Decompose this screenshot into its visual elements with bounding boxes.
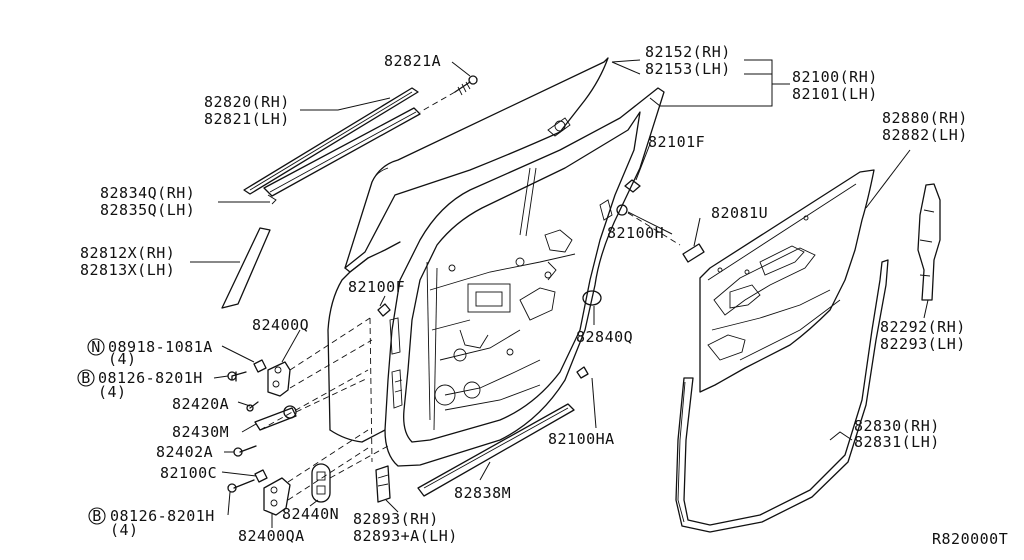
b-symbol-upper: B (77, 369, 95, 387)
label-82293: 82293(LH) (880, 335, 966, 353)
label-82830: 82830(RH) (854, 417, 940, 435)
bolt-group (227, 317, 373, 493)
part-labels: 82821A 82152(RH) 82153(LH) 82100(RH) 821… (80, 43, 1008, 548)
label-82420A: 82420A (172, 395, 229, 413)
label-82813X: 82813X(LH) (80, 261, 175, 279)
label-82440N: 82440N (282, 505, 339, 523)
grommet-82893 (375, 465, 391, 503)
label-82400Q: 82400Q (252, 316, 309, 334)
door-frame (327, 87, 665, 467)
clip-82100H (616, 204, 681, 246)
sash-tape (221, 227, 271, 309)
diagram-reference: R820000T (932, 530, 1008, 548)
side-part (917, 183, 941, 301)
label-08126-lower: 08126-8201H (110, 507, 215, 525)
label-82153: 82153(LH) (645, 60, 731, 78)
label-82081U: 82081U (711, 204, 768, 222)
leader-lines (190, 59, 929, 528)
striker-82440N (311, 445, 389, 503)
label-82101: 82101(LH) (792, 85, 878, 103)
label-08126-upper: 08126-8201H (98, 369, 203, 387)
label-82152: 82152(RH) (645, 43, 731, 61)
label-82821A: 82821A (384, 52, 441, 70)
label-82400QA: 82400QA (238, 527, 305, 545)
label-82100C: 82100C (160, 464, 217, 482)
weatherstrip (675, 259, 889, 533)
label-08126-upper-qty: (4) (98, 383, 127, 401)
label-82402A: 82402A (156, 443, 213, 461)
svg-text:B: B (81, 369, 91, 387)
n-symbol: N (87, 338, 105, 356)
label-08918: 08918-1081A (108, 338, 213, 356)
label-82834Q: 82834Q(RH) (100, 184, 195, 202)
label-82100: 82100(RH) (792, 68, 878, 86)
label-82101F: 82101F (648, 133, 705, 151)
label-82840Q: 82840Q (576, 328, 633, 346)
plug-82840Q (582, 290, 602, 306)
label-82430M: 82430M (172, 423, 229, 441)
label-82821: 82821(LH) (204, 110, 290, 128)
clip-82101F (624, 179, 641, 193)
label-82893A: 82893+A(LH) (353, 527, 458, 545)
label-82882: 82882(LH) (882, 126, 968, 144)
label-82292: 82292(RH) (880, 318, 966, 336)
clip-82100HA (576, 366, 589, 379)
clip-82081U (682, 243, 705, 263)
protector-82838M (417, 403, 575, 497)
label-82100F: 82100F (348, 278, 405, 296)
label-82100HA: 82100HA (548, 430, 615, 448)
label-82831: 82831(LH) (854, 433, 940, 451)
label-82838M: 82838M (454, 484, 511, 502)
outside-moulding (243, 87, 421, 205)
label-82100H: 82100H (607, 224, 664, 242)
label-82812X: 82812X(RH) (80, 244, 175, 262)
svg-text:N: N (91, 338, 101, 356)
label-08918-qty: (4) (108, 350, 137, 368)
clip-82100F (377, 303, 391, 317)
label-82835Q: 82835Q(LH) (100, 201, 195, 219)
label-82893: 82893(RH) (353, 510, 439, 528)
screw-82821A (419, 75, 478, 113)
label-82820: 82820(RH) (204, 93, 290, 111)
check-link-82430M (254, 377, 369, 431)
label-82880: 82880(RH) (882, 109, 968, 127)
b-symbol-lower: B (88, 507, 106, 525)
door-glass (344, 57, 609, 273)
svg-text:B: B (92, 507, 102, 525)
hinge-lower-82400QA (263, 429, 369, 516)
label-08126-lower-qty: (4) (110, 521, 139, 539)
hinge-upper-82400Q (267, 317, 373, 397)
door-finisher (699, 169, 875, 393)
